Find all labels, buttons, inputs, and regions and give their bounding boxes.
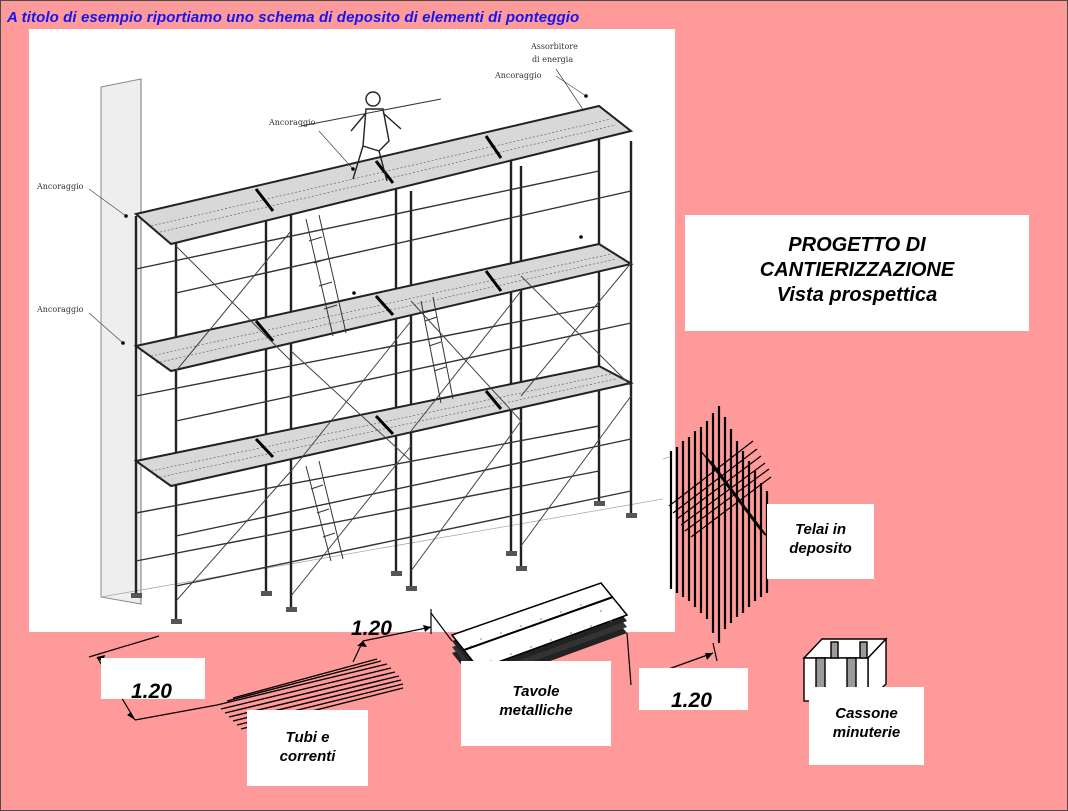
tavole-label: Tavole metalliche bbox=[461, 661, 611, 746]
label-assorbitore-1: Assorbitore bbox=[531, 42, 578, 51]
stacked-frames bbox=[669, 406, 769, 643]
telai-label-line-1: Telai in bbox=[794, 521, 847, 538]
label-ancoraggio-top-right: Ancoraggio bbox=[495, 71, 542, 80]
tavole-label-line-2: metalliche bbox=[499, 701, 573, 719]
project-title-line-3: Vista prospettica bbox=[776, 284, 938, 306]
scaffold-ladders bbox=[305, 214, 454, 562]
cassone-label: Cassone minuterie bbox=[809, 687, 924, 765]
project-title-box: PROGETTO DI CANTIERIZZAZIONE Vista prosp… bbox=[685, 215, 1029, 331]
leader-lines bbox=[88, 68, 587, 344]
label-ancoraggio-left-lower: Ancoraggio bbox=[37, 305, 84, 314]
dimension-value-right: 1.20 bbox=[671, 689, 712, 712]
dimension-label-right: 1.20 bbox=[639, 668, 748, 712]
dimension-value-middle: 1.20 bbox=[351, 617, 392, 640]
scaffold-braces bbox=[175, 230, 632, 602]
tavole-label-line-1: Tavole bbox=[512, 683, 560, 700]
page-title: A titolo di esempio riportiamo uno schem… bbox=[7, 9, 580, 26]
telai-label-line-2: deposito bbox=[789, 539, 852, 557]
dimension-value-left: 1.20 bbox=[131, 680, 172, 703]
project-title-line-2: CANTIERIZZAZIONE bbox=[759, 259, 955, 281]
cassone-label-line-1: Cassone bbox=[835, 705, 898, 722]
stacked-planks bbox=[450, 582, 629, 687]
scaffold-ledgers bbox=[135, 170, 632, 587]
tubi-label-line-1: Tubi e bbox=[285, 729, 330, 746]
tubi-label-line-2: correnti bbox=[279, 747, 336, 765]
scaffold-base-plates bbox=[131, 501, 637, 624]
worker-figure bbox=[350, 91, 402, 182]
label-ancoraggio-center: Ancoraggio bbox=[269, 118, 316, 127]
telai-label: Telai in deposito bbox=[767, 504, 874, 579]
label-assorbitore-2: di energia bbox=[532, 55, 574, 64]
tubi-label: Tubi e correnti bbox=[247, 710, 368, 786]
dimension-label-left: 1.20 bbox=[101, 658, 205, 703]
cassone-label-line-2: minuterie bbox=[832, 723, 901, 741]
project-title-line-1: PROGETTO DI bbox=[788, 234, 926, 256]
label-ancoraggio-left-upper: Ancoraggio bbox=[37, 182, 84, 191]
